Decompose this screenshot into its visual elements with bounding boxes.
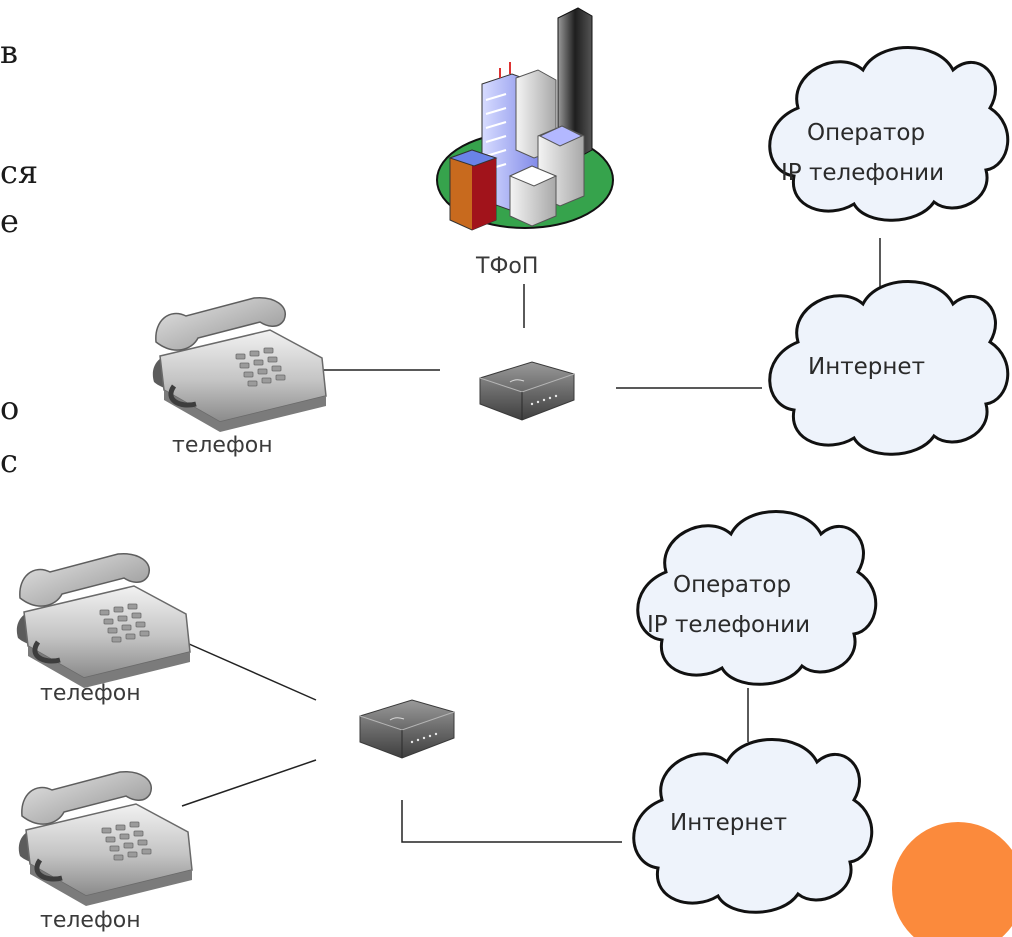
desk-phone-icon xyxy=(17,554,190,688)
cut-text-fragment: с xyxy=(0,442,18,480)
pstn-label: ТФоП xyxy=(475,254,538,279)
cloud-operator-label-line1: Оператор xyxy=(807,120,925,146)
phone1-label: телефон xyxy=(40,681,141,706)
phone2-label: телефон xyxy=(40,908,141,933)
cut-text-fragment: о xyxy=(0,389,20,427)
desk-phone-icon xyxy=(153,298,326,432)
corner-circle xyxy=(892,822,1012,937)
phone1-gateway-link xyxy=(179,639,317,701)
cloud-operator-label-line2: IP телефонии xyxy=(781,160,944,186)
top-connections xyxy=(318,238,881,389)
bottom-connections xyxy=(179,639,749,843)
cloud-internet-label: Интернет xyxy=(670,810,787,836)
cloud-operator-label-line1: Оператор xyxy=(673,572,791,598)
city-buildings-icon xyxy=(436,7,614,231)
voip-gateway-icon xyxy=(479,361,575,421)
phone-label: телефон xyxy=(172,433,273,458)
cut-text-fragment: ся xyxy=(0,153,39,191)
cut-text-fragment: в xyxy=(0,33,19,71)
cut-text-fragment: е xyxy=(0,202,19,240)
voip-gateway-icon xyxy=(359,699,455,759)
cloud-internet-label: Интернет xyxy=(808,354,925,380)
desk-phone-icon xyxy=(19,772,192,906)
gateway-internet-link xyxy=(401,800,622,843)
phone2-gateway-link xyxy=(181,759,317,807)
cloud-operator-label-line2: IP телефонии xyxy=(647,612,810,638)
